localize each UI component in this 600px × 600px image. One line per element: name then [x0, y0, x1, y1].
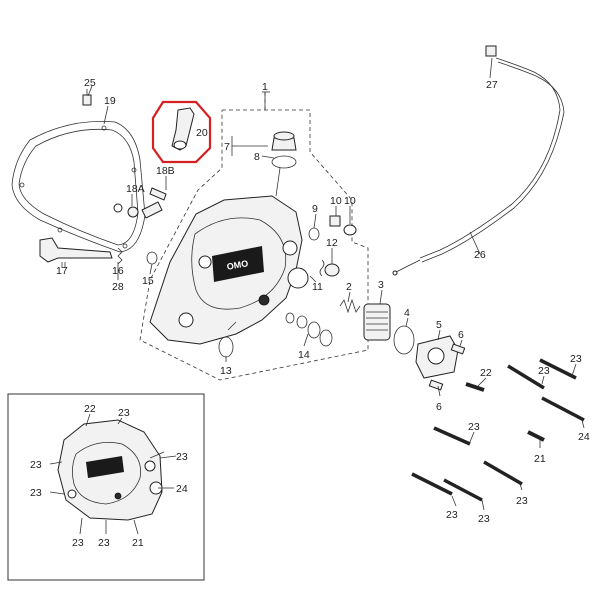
- label-15: 15: [142, 275, 154, 287]
- inset-label-23-bot1: 23: [72, 537, 84, 549]
- label-16: 16: [112, 265, 124, 277]
- assembly-outline: [139, 92, 369, 381]
- inset-label-24: 24: [176, 483, 188, 495]
- right-crankcase-cover-1[interactable]: OMO: [149, 195, 309, 345]
- label-27: 27: [486, 79, 498, 91]
- inset-label-23-left-bot: 23: [30, 487, 42, 499]
- seal-set-14[interactable]: [285, 312, 333, 347]
- label-18b: 18B: [156, 165, 175, 177]
- o-ring-4[interactable]: [393, 325, 415, 355]
- oil-seal-18a[interactable]: [113, 201, 163, 219]
- label-7: 7: [224, 141, 230, 153]
- washer-9[interactable]: [308, 227, 320, 241]
- label-1: 1: [262, 81, 268, 93]
- bolt-23-r2[interactable]: [507, 364, 545, 390]
- label-23-r6: 23: [478, 513, 490, 525]
- bolt-23-r6[interactable]: [443, 478, 483, 502]
- label-5: 5: [436, 319, 442, 331]
- bolt-21-r1[interactable]: [527, 430, 545, 442]
- label-23-r3: 23: [468, 421, 480, 433]
- label-18a: 18A: [126, 183, 145, 195]
- label-23-r1: 23: [570, 353, 582, 365]
- bolt-23-r4[interactable]: [483, 460, 523, 486]
- plug-12[interactable]: [324, 263, 340, 277]
- spring-11[interactable]: [319, 259, 325, 277]
- bolt-6-lower[interactable]: [428, 379, 444, 391]
- label-2: 2: [346, 281, 352, 293]
- cover-logo-text: OMO: [226, 258, 249, 272]
- label-12: 12: [326, 237, 338, 249]
- label-11: 11: [312, 281, 323, 293]
- filler-cap-7[interactable]: [271, 131, 297, 151]
- shaft-17[interactable]: [39, 237, 113, 268]
- label-23-r4: 23: [516, 495, 528, 507]
- label-21-right: 21: [534, 453, 546, 465]
- label-23-r5: 23: [446, 509, 458, 521]
- label-9: 9: [312, 203, 318, 215]
- label-3: 3: [378, 279, 384, 291]
- oil-seal-13[interactable]: [218, 336, 234, 358]
- label-20: 20: [196, 127, 208, 139]
- bolt-24-r[interactable]: [541, 396, 585, 422]
- label-28: 28: [112, 281, 124, 293]
- inset-view: [7, 393, 205, 581]
- inset-label-23-right: 23: [176, 451, 188, 463]
- label-22-right: 22: [480, 367, 492, 379]
- spring-2[interactable]: [339, 298, 361, 314]
- oil-seal-15[interactable]: [146, 251, 158, 265]
- label-26: 26: [474, 249, 486, 261]
- dowel-pin-25[interactable]: [82, 89, 92, 106]
- inset-label-22: 22: [84, 403, 96, 415]
- gasket-19[interactable]: [11, 121, 146, 253]
- inset-label-21: 21: [132, 537, 144, 549]
- bolt-22-right[interactable]: [465, 382, 485, 392]
- highlight-box: [151, 100, 212, 164]
- label-24-right: 24: [578, 431, 590, 443]
- label-17: 17: [56, 265, 68, 277]
- bolt-10[interactable]: [329, 215, 357, 236]
- inset-label-23-top: 23: [118, 407, 130, 419]
- bolt-23-r3[interactable]: [433, 426, 471, 446]
- bolt-18b[interactable]: [149, 187, 167, 201]
- leader-lines: [49, 57, 585, 535]
- label-25: 25: [84, 77, 96, 89]
- label-6-lower: 6: [436, 401, 442, 413]
- spring-16[interactable]: [117, 247, 123, 265]
- label-10b: 10: [344, 195, 356, 207]
- cable-adjuster-27[interactable]: [485, 45, 497, 57]
- label-6-upper: 6: [458, 329, 464, 341]
- bolt-23-r5[interactable]: [411, 472, 453, 496]
- o-ring-8[interactable]: [271, 155, 297, 169]
- bolt-6-upper[interactable]: [450, 343, 466, 355]
- label-10a: 10: [330, 195, 342, 207]
- callouts: 1 2 3 4 5 6 6 7 8 9 10 10 11 12 13 14 15…: [30, 77, 590, 549]
- label-23-r2: 23: [538, 365, 550, 377]
- label-14: 14: [298, 349, 310, 361]
- bolt-23-r1[interactable]: [539, 358, 577, 380]
- label-4: 4: [404, 307, 410, 319]
- oil-filter-3[interactable]: [363, 303, 391, 341]
- label-19: 19: [104, 95, 116, 107]
- inset-label-23-left-top: 23: [30, 459, 42, 471]
- bracket-20[interactable]: [171, 107, 195, 151]
- inset-label-23-bot2: 23: [98, 537, 110, 549]
- label-13: 13: [220, 365, 232, 377]
- filter-cover-5[interactable]: [415, 335, 459, 379]
- clutch-cable-26[interactable]: [392, 57, 565, 276]
- label-8: 8: [254, 151, 260, 163]
